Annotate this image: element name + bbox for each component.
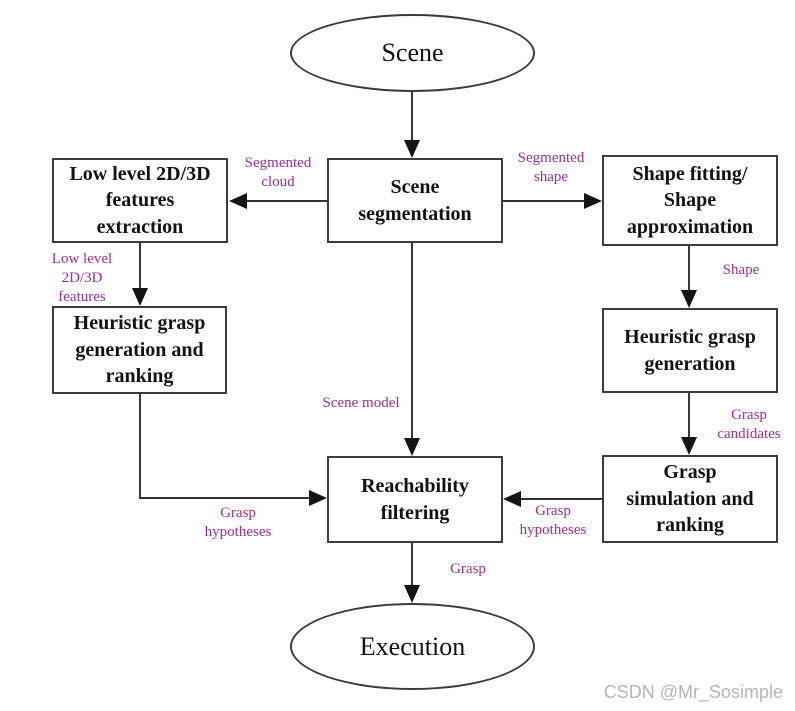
edge-label-grasp-candidates: Grasp candidates <box>717 407 781 443</box>
edge-label-grasp: Grasp <box>450 561 486 577</box>
node-grasp-simulation-ranking-label: Grasp simulation and ranking <box>626 461 754 537</box>
node-reachability-filtering: Reachability filtering <box>327 456 503 543</box>
node-scene-segmentation-label: Scene segmentation <box>358 176 472 225</box>
node-shape-fitting: Shape fitting/ Shape approximation <box>602 155 778 246</box>
node-execution-label: Execution <box>359 631 466 661</box>
node-heuristic-grasp-generation-label: Heuristic grasp generation <box>624 326 756 375</box>
node-heuristic-grasp-generation-ranking: Heuristic grasp generation and ranking <box>52 306 227 394</box>
node-grasp-simulation-ranking: Grasp simulation and ranking <box>602 455 778 543</box>
node-shape-fitting-label: Shape fitting/ Shape approximation <box>626 162 754 238</box>
edge-label-shape: Shape <box>722 262 760 278</box>
edge-label-low-level-2d3d-features: Low level 2D/3D features <box>51 251 113 306</box>
node-heuristic-grasp-generation: Heuristic grasp generation <box>602 308 778 393</box>
edge-label-segmented-shape: Segmented shape <box>517 150 585 186</box>
node-low-level-features-extraction-label: Low level 2D/3D features extraction <box>69 162 211 238</box>
edge-label-grasp-hypotheses-left: Grasp hypotheses <box>204 505 272 541</box>
edge-label-segmented-cloud: Segmented cloud <box>244 155 312 191</box>
node-reachability-filtering-label: Reachability filtering <box>361 475 469 524</box>
edge-label-scene-model: Scene model <box>322 395 400 411</box>
node-scene-label: Scene <box>381 38 444 67</box>
node-scene-segmentation: Scene segmentation <box>327 158 503 243</box>
edge-heuristic-generation-ranking-to-reachability-filtering <box>139 394 327 506</box>
node-execution: Execution <box>290 603 535 690</box>
watermark-text: CSDN @Mr_Sosimple <box>603 682 783 702</box>
node-low-level-features-extraction: Low level 2D/3D features extraction <box>52 158 228 243</box>
node-scene: Scene <box>290 14 535 92</box>
edge-label-grasp-hypotheses-right: Grasp hypotheses <box>519 503 587 539</box>
node-heuristic-grasp-generation-ranking-label: Heuristic grasp generation and ranking <box>73 312 206 388</box>
